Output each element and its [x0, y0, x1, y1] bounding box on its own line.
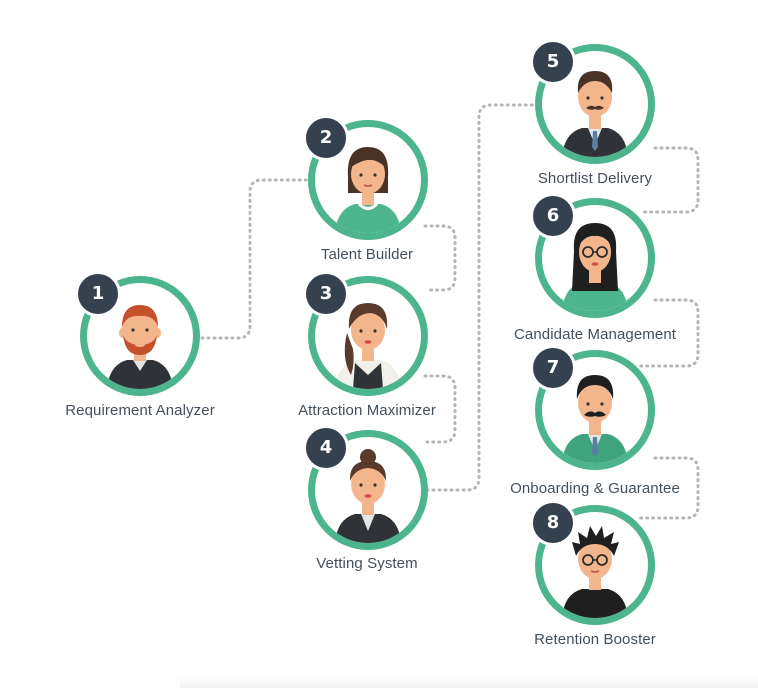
connector-7-8 [638, 456, 700, 520]
step-7-label: Onboarding & Guarantee [510, 480, 680, 497]
step-4-node: 4 [303, 425, 428, 550]
step-7-node: 7 [530, 345, 655, 470]
step-4-label: Vetting System [316, 555, 418, 572]
step-1-label: Requirement Analyzer [65, 402, 215, 419]
bottom-shadow [180, 676, 758, 688]
connector-4-5 [425, 103, 536, 492]
step-1-badge: 1 [75, 271, 121, 317]
step-6-node: 6 [530, 193, 655, 318]
connector-2-3 [423, 224, 457, 292]
connector-3-4 [423, 374, 457, 444]
step-8-badge: 8 [530, 500, 576, 546]
step-8-node: 8 [530, 500, 655, 625]
step-6-label: Candidate Management [513, 326, 677, 343]
connector-5-6 [638, 146, 700, 214]
step-5-badge: 5 [530, 39, 576, 85]
man-beard-avatar-icon [87, 283, 193, 389]
step-3-badge: 3 [303, 271, 349, 317]
step-2-node: 2 [303, 115, 428, 240]
step-3-label: Attraction Maximizer [298, 402, 436, 419]
connector-1-2 [200, 178, 308, 340]
step-5-node: 5 [530, 39, 655, 164]
step-8-label: Retention Booster [534, 631, 656, 648]
step-1-node: 1 [75, 271, 200, 396]
connector-6-7 [638, 298, 700, 368]
step-4-badge: 4 [303, 425, 349, 471]
step-3-node: 3 [303, 271, 428, 396]
man-spiky-hair-glasses-avatar-icon [542, 512, 648, 618]
step-7-badge: 7 [530, 345, 576, 391]
step-2-badge: 2 [303, 115, 349, 161]
step-6-badge: 6 [530, 193, 576, 239]
man-mustache-green-suit-avatar-icon [542, 357, 648, 463]
step-2-label: Talent Builder [320, 246, 414, 263]
step-5-label: Shortlist Delivery [537, 170, 653, 187]
